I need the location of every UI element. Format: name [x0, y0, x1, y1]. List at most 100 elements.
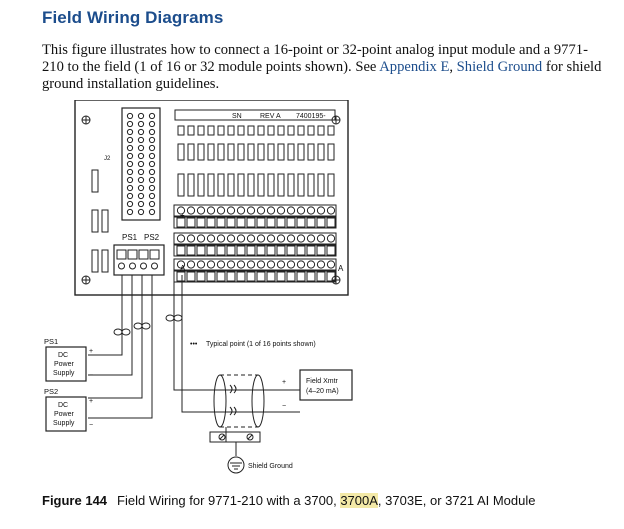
- terminal-screw: [316, 234, 326, 243]
- terminal-screw: [326, 234, 336, 243]
- terminal-clamp: [176, 217, 186, 228]
- terminal-screw: [226, 234, 236, 243]
- appendix-e-link[interactable]: Appendix E: [379, 59, 450, 75]
- module-connector: [121, 107, 161, 221]
- terminal-row: [173, 244, 337, 257]
- terminal-clamp: [296, 245, 306, 256]
- resistor: [217, 173, 225, 197]
- resistor: [277, 173, 285, 197]
- connector-pin: [148, 192, 156, 200]
- capacitor: [237, 125, 245, 136]
- terminal-screw: [286, 206, 296, 215]
- row-plus-label: +: [180, 211, 185, 220]
- ps2-line2: Power: [54, 411, 75, 418]
- terminal-clamp: [296, 217, 306, 228]
- caption-text-end: , 3703E, or 3721 AI Module: [377, 493, 536, 508]
- terminal-screw: [286, 260, 296, 269]
- terminal-screw: [176, 260, 186, 269]
- terminal-screw: [246, 234, 256, 243]
- capacitor: [197, 125, 205, 136]
- resistor: [247, 143, 255, 161]
- connector-pin: [126, 120, 134, 128]
- resistor: [197, 143, 205, 161]
- resistor: [297, 143, 305, 161]
- connector-pin: [137, 120, 145, 128]
- capacitor: [207, 125, 215, 136]
- terminal-clamp: [326, 217, 336, 228]
- terminal-clamp: [256, 217, 266, 228]
- terminal-screw: [216, 260, 226, 269]
- connector-pin: [148, 200, 156, 208]
- connector-pin: [148, 176, 156, 184]
- ps2-plus: +: [89, 398, 93, 405]
- power-terminal: [127, 249, 138, 260]
- capacitor: [227, 125, 235, 136]
- terminal-screw: [206, 234, 216, 243]
- connector-pin: [137, 176, 145, 184]
- connector-pin: [148, 184, 156, 192]
- resistor: [247, 173, 255, 197]
- connector-pin: [126, 184, 134, 192]
- terminal-screw: [296, 206, 306, 215]
- terminal-screw: [176, 206, 186, 215]
- connector-pin: [126, 128, 134, 136]
- resistor: [177, 143, 185, 161]
- resistor: [277, 143, 285, 161]
- connector-pin: [148, 144, 156, 152]
- shield-ground-link[interactable]: Shield Ground: [456, 59, 543, 75]
- terminal-screw: [316, 260, 326, 269]
- connector-pin: [137, 208, 145, 216]
- resistor: [207, 173, 215, 197]
- connector-pin: [126, 112, 134, 120]
- terminal-screw: [216, 206, 226, 215]
- terminal-screw: [266, 206, 276, 215]
- power-terminal: [149, 249, 160, 260]
- terminal-screw: [206, 206, 216, 215]
- terminal-screw: [196, 260, 206, 269]
- connector-pin: [137, 128, 145, 136]
- resistor: [207, 143, 215, 161]
- resistor: [197, 173, 205, 197]
- terminal-clamp: [276, 271, 286, 282]
- ps2-line1: DC: [58, 402, 68, 409]
- caption-text: Field Wiring for 9771-210 with a 3700,: [117, 493, 341, 508]
- terminal-clamp: [326, 245, 336, 256]
- connector-pin: [126, 136, 134, 144]
- terminal-clamp: [206, 217, 216, 228]
- xmtr-plus: +: [282, 379, 286, 386]
- resistor: [227, 143, 235, 161]
- resistor: [257, 173, 265, 197]
- terminal-clamp: [246, 245, 256, 256]
- termination-board: [74, 100, 349, 296]
- connector-pin: [137, 184, 145, 192]
- ground-bar: [209, 431, 261, 456]
- terminal-screw: [186, 234, 196, 243]
- power-terminal: [116, 249, 127, 260]
- connector-pin: [148, 136, 156, 144]
- connector-pin: [126, 168, 134, 176]
- terminal-clamp: [206, 245, 216, 256]
- capacitor: [257, 125, 265, 136]
- resistor: [217, 143, 225, 161]
- terminal-clamp: [316, 271, 326, 282]
- terminal-clamp: [226, 217, 236, 228]
- capacitor: [217, 125, 225, 136]
- terminal-clamp: [236, 217, 246, 228]
- resistor: [237, 143, 245, 161]
- terminal-screw: [256, 234, 266, 243]
- terminal-screw: [276, 206, 286, 215]
- page-title: Field Wiring Diagrams: [42, 8, 224, 27]
- terminal-clamp: [196, 217, 206, 228]
- terminal-clamp: [186, 217, 196, 228]
- terminal-clamp: [256, 245, 266, 256]
- terminal-clamp: [276, 245, 286, 256]
- resistor: [227, 173, 235, 197]
- connector-pin: [137, 192, 145, 200]
- ps1-line3: Supply: [53, 370, 75, 377]
- connector-pin: [137, 168, 145, 176]
- power-wires: [88, 275, 153, 419]
- terminal-screw: [306, 234, 316, 243]
- capacitor: [287, 125, 295, 136]
- terminal-clamp: [176, 271, 186, 282]
- terminal-screw: [326, 206, 336, 215]
